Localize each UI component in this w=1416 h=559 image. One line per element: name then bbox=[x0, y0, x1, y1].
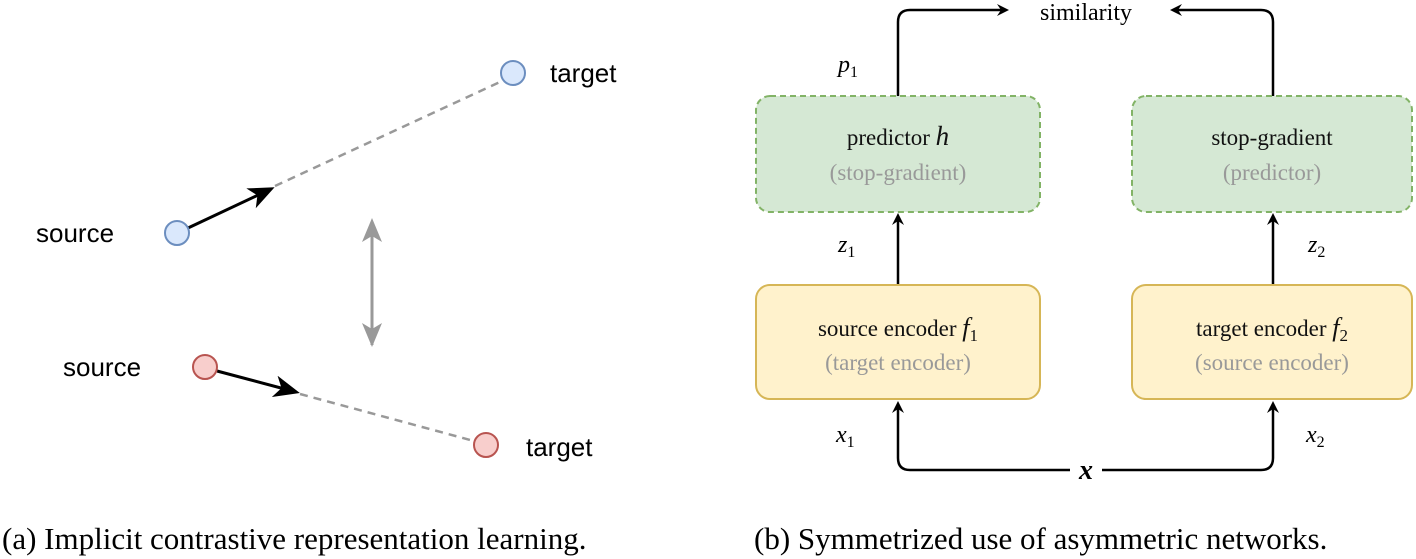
left-x-label: x1 bbox=[835, 422, 855, 451]
caption-a: (a) Implicit contrastive representation … bbox=[2, 521, 586, 556]
right-predictor-box bbox=[1131, 95, 1413, 213]
left-z-label: z1 bbox=[837, 232, 855, 261]
bottom-source-label: source bbox=[63, 352, 141, 382]
right-z-label: z2 bbox=[1307, 232, 1325, 261]
top-source-label: source bbox=[36, 218, 114, 248]
bottom-source-node bbox=[192, 354, 218, 380]
similarity-label: similarity bbox=[1040, 0, 1132, 26]
left-to-similarity-arrow bbox=[896, 4, 1009, 96]
right-x-label: x2 bbox=[1305, 422, 1325, 451]
right-encoder-sub: (source encoder) bbox=[1195, 350, 1349, 375]
left-encoder-box bbox=[755, 284, 1041, 400]
left-encoder-sub: (target encoder) bbox=[825, 350, 971, 375]
top-target-label: target bbox=[550, 58, 617, 88]
bottom-target-label: target bbox=[526, 432, 593, 462]
left-predictor-title: predictor h bbox=[847, 121, 949, 151]
right-to-similarity-arrow bbox=[1170, 4, 1275, 96]
panel-a: source target source target (a) Implicit… bbox=[2, 58, 617, 556]
top-source-node bbox=[164, 220, 190, 246]
right-encoder-box bbox=[1131, 284, 1413, 400]
top-target-node bbox=[500, 60, 526, 86]
top-source-arrow bbox=[187, 187, 275, 230]
input-left-arrow bbox=[892, 401, 1086, 472]
left-predictor-box bbox=[755, 95, 1041, 213]
input-right-arrow bbox=[1086, 401, 1279, 472]
top-dashed-link bbox=[274, 80, 501, 188]
panel-b: similarity predictor h (stop-gradient) s… bbox=[754, 0, 1413, 556]
left-predictor-sub: (stop-gradient) bbox=[830, 160, 967, 185]
left-encoder-title: source encoder f1 bbox=[818, 313, 978, 345]
right-predictor-title: stop-gradient bbox=[1211, 125, 1333, 150]
bottom-target-node bbox=[473, 432, 499, 458]
input-x-label: x bbox=[1078, 455, 1093, 486]
right-encoder-title: target encoder f2 bbox=[1196, 313, 1348, 345]
caption-b: (b) Symmetrized use of asymmetric networ… bbox=[754, 521, 1327, 556]
bottom-source-arrow bbox=[216, 369, 300, 397]
right-predictor-sub: (predictor) bbox=[1223, 160, 1321, 185]
bottom-dashed-link bbox=[299, 392, 475, 443]
left-p-label: p1 bbox=[836, 52, 858, 81]
